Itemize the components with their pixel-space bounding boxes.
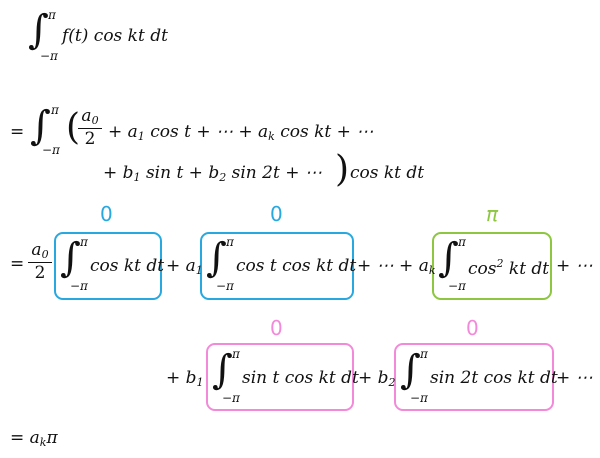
value-label-pi: π: [486, 202, 499, 226]
integrand-f: f(t) cos kt dt: [62, 26, 168, 46]
value-label-0: 0: [100, 202, 113, 226]
integral-sign: ∫: [212, 347, 233, 393]
integral-lower-limit: −π: [222, 391, 240, 405]
highlight-box-pink: [394, 343, 554, 411]
series-tail: + ⋯: [556, 256, 593, 276]
integrand-cos-t-cos-kt: cos t cos kt dt: [236, 256, 357, 276]
highlight-box-blue: [200, 232, 354, 300]
fraction-a0-over-2: a0 2: [78, 108, 102, 148]
integrand-sin-t-cos-kt: sin t cos kt dt: [242, 368, 359, 388]
integral-sign: ∫: [438, 235, 459, 281]
left-paren: (: [66, 107, 81, 148]
highlight-box-pink: [206, 343, 354, 411]
coefficient-b1: + b1: [166, 368, 204, 389]
fraction-a0-over-2: a0 2: [28, 242, 52, 282]
integral-upper-limit: π: [232, 347, 240, 361]
coefficient-b2: + b2: [358, 368, 396, 389]
integrand-sin-2t-cos-kt: sin 2t cos kt dt: [430, 368, 558, 388]
integral-lower-limit: −π: [40, 49, 58, 63]
integral-sign: ∫: [206, 235, 227, 281]
integral-sign: ∫: [400, 347, 421, 393]
result-ak-pi: = akπ: [10, 428, 58, 449]
integral-lower-limit: −π: [216, 279, 234, 293]
highlight-box-green: [432, 232, 552, 300]
integral-upper-limit: π: [420, 347, 428, 361]
highlight-box-blue: [54, 232, 162, 300]
integral-upper-limit: π: [458, 235, 466, 249]
series-term-b: + b1 sin t + b2 sin 2t + ⋯: [103, 163, 322, 184]
right-paren: ): [335, 149, 350, 190]
integral-upper-limit: π: [226, 235, 234, 249]
integral-upper-limit: π: [80, 235, 88, 249]
value-label-0: 0: [466, 316, 479, 340]
series-tail: + ⋯: [556, 368, 593, 388]
integral-upper-limit: π: [51, 103, 59, 117]
integrand-cos-squared: cos2 kt dt: [468, 257, 550, 279]
equals-sign: =: [10, 122, 25, 142]
value-label-0: 0: [270, 316, 283, 340]
series-term-a1: + a1 cos t + ⋯ + ak cos kt + ⋯: [108, 122, 374, 143]
coefficient-a1: + a1: [166, 256, 203, 277]
equals-sign: =: [10, 254, 25, 274]
integral-lower-limit: −π: [42, 143, 60, 157]
integral-upper-limit: π: [48, 8, 56, 22]
integral-sign: ∫: [28, 7, 49, 53]
series-tail-cos: cos kt dt: [350, 163, 425, 183]
integral-lower-limit: −π: [70, 279, 88, 293]
integral-lower-limit: −π: [448, 279, 466, 293]
value-label-0: 0: [270, 202, 283, 226]
integral-lower-limit: −π: [410, 391, 428, 405]
series-middle: + ⋯ + ak: [357, 256, 436, 277]
integrand-cos-kt: cos kt dt: [90, 256, 165, 276]
integral-sign: ∫: [60, 235, 81, 281]
integral-sign: ∫: [30, 103, 51, 149]
